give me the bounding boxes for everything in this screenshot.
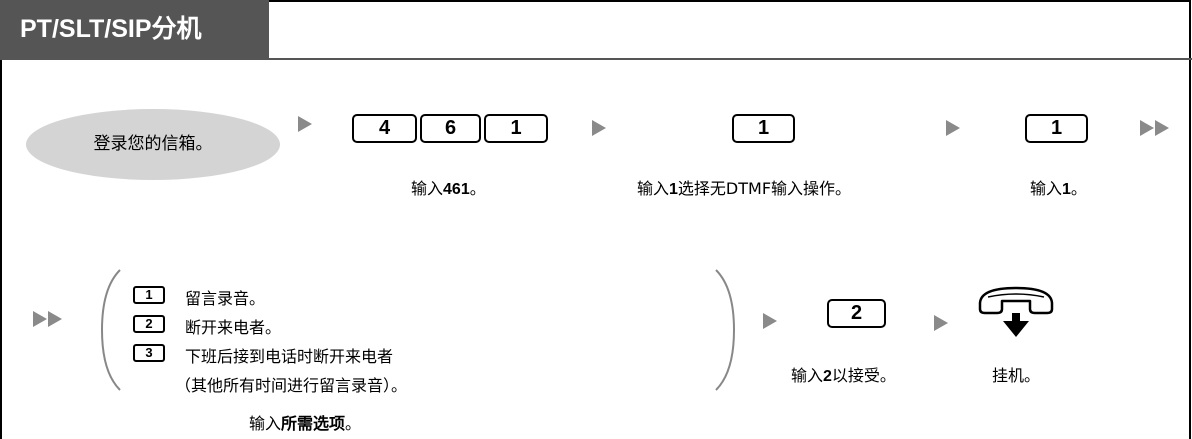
key-1-confirm: 1: [1025, 114, 1088, 143]
caption-select-option: 输入所需选项。: [249, 414, 362, 433]
key-1: 1: [484, 114, 548, 143]
key-6: 6: [420, 114, 481, 143]
option-label-continuation: （其他所有时间进行留言录音）。: [175, 376, 408, 395]
option-key-3: 3: [133, 344, 165, 362]
handset-hang-up-icon: [978, 286, 1054, 337]
caption-no-dtmf: 输入1选择无DTMF输入操作。: [637, 179, 852, 198]
key-1-no-dtmf: 1: [732, 114, 795, 143]
option-label-record: 留言录音。: [185, 289, 266, 308]
option-label-after-hours: 下班后接到电话时断开来电者: [185, 347, 394, 366]
arrow-right-icon: [298, 116, 312, 132]
arrow-right-icon: [763, 313, 777, 329]
left-brace: [100, 269, 121, 391]
option-key-1: 1: [133, 286, 165, 304]
title-divider: [0, 58, 1192, 60]
key-2-accept: 2: [827, 299, 886, 328]
option-key-2: 2: [133, 315, 165, 333]
caption-hang-up: 挂机。: [992, 366, 1041, 385]
key-4: 4: [352, 114, 417, 143]
arrow-right-icon: [934, 315, 948, 331]
arrow-right-icon: [946, 120, 960, 136]
caption-enter-461: 输入461。: [411, 179, 486, 198]
caption-accept: 输入2以接受。: [791, 366, 896, 385]
right-brace: [715, 269, 736, 391]
option-label-disconnect: 断开来电者。: [185, 318, 282, 337]
page-title: PT/SLT/SIP分机: [0, 0, 269, 58]
arrow-right-icon: [592, 120, 606, 136]
caption-enter-1: 输入1。: [1030, 179, 1087, 198]
login-step: 登录您的信箱。: [26, 109, 280, 180]
